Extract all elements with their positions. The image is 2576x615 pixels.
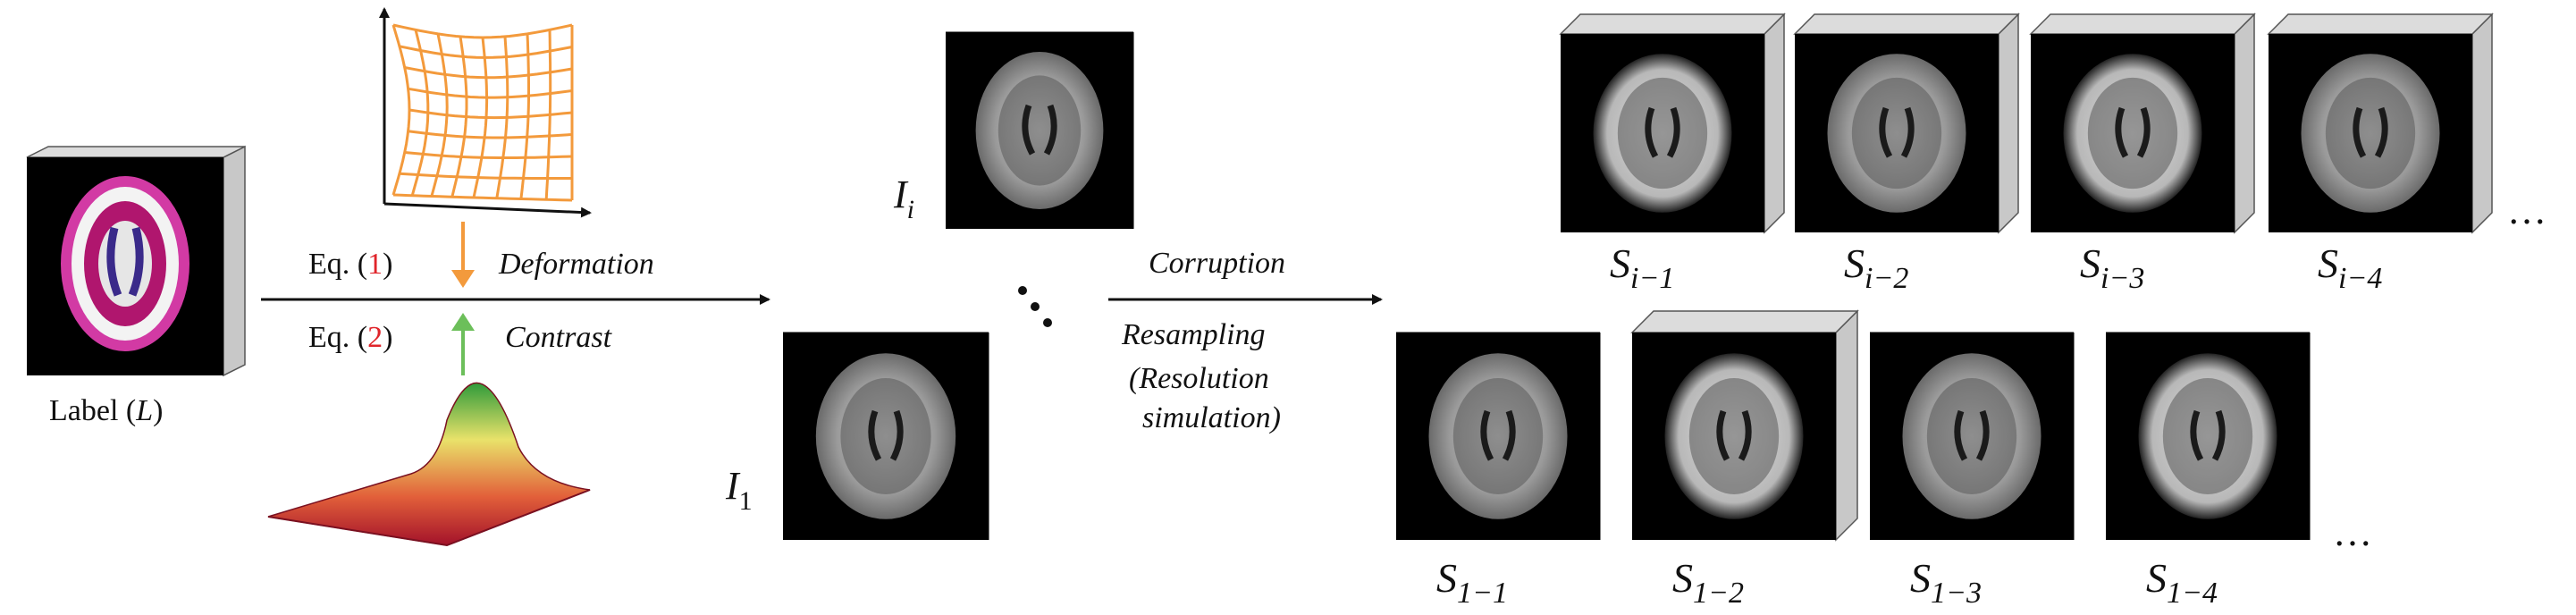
contrast-gaussian-icon xyxy=(267,382,591,547)
top-slice-label-3: Si−3 xyxy=(2080,240,2144,295)
top-slice-label-4: Si−4 xyxy=(2318,240,2382,295)
label-image xyxy=(26,145,246,377)
simulation-label: simulation) xyxy=(1142,401,1281,434)
top-slice-2 xyxy=(1793,13,2020,234)
eq2-label: Eq. (2) xyxy=(308,321,392,354)
bottom-slice-label-1: S1−1 xyxy=(1436,555,1508,610)
image-i-i xyxy=(946,31,1134,229)
bottom-ellipsis: … xyxy=(2333,510,2372,554)
deformation-label: Deformation xyxy=(498,248,654,281)
bottom-slice-4 xyxy=(2106,332,2311,540)
image-i-1-slice xyxy=(783,332,989,540)
resampling-label: Resampling xyxy=(1121,318,1266,351)
eq1-label: Eq. (1) xyxy=(308,248,392,281)
image-i-1-label: I1 xyxy=(725,464,753,516)
contrast-arrowhead xyxy=(451,313,475,331)
vertical-ellipsis xyxy=(1018,286,1052,327)
image-i-i-label: Ii xyxy=(893,173,914,224)
deformation-grid-icon xyxy=(379,7,592,218)
bottom-row-images: S1−1 S1−2 S1−3 S1−4 xyxy=(1396,309,2311,610)
top-slice-label-1: Si−1 xyxy=(1610,240,1674,295)
bottom-slice-2 xyxy=(1630,309,1859,542)
top-slice-3 xyxy=(2029,13,2256,234)
resolution-label: (Resolution xyxy=(1129,362,1269,395)
bottom-slice-label-4: S1−4 xyxy=(2146,555,2218,610)
bottom-slice-label-3: S1−3 xyxy=(1910,555,1982,610)
bottom-slice-label-2: S1−2 xyxy=(1672,555,1744,610)
deformation-arrowhead xyxy=(451,270,475,288)
image-i-i-slice xyxy=(946,31,1134,229)
image-i-1 xyxy=(783,332,989,540)
top-slice-label-2: Si−2 xyxy=(1844,240,1908,295)
top-slice-4 xyxy=(2267,13,2494,234)
bottom-slice-1 xyxy=(1396,332,1601,540)
corruption-label: Corruption xyxy=(1149,247,1285,280)
bottom-slice-3 xyxy=(1870,332,2075,540)
top-row-images: Si−1 Si−2 Si−3 Si−4 xyxy=(1559,13,2494,295)
top-slice-1 xyxy=(1559,13,1786,234)
top-ellipsis: … xyxy=(2507,189,2547,232)
label-caption: Label (L) xyxy=(49,394,163,427)
contrast-label: Contrast xyxy=(505,321,613,354)
